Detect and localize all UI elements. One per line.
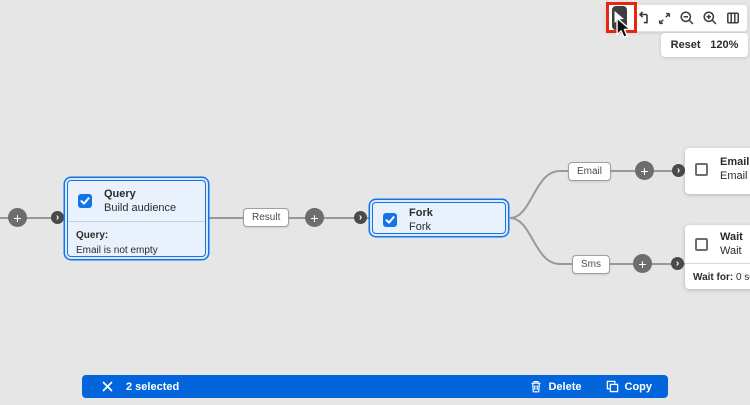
node-fork-title: Fork [409, 207, 433, 219]
zoom-in-button[interactable] [702, 9, 718, 27]
transition-label-result[interactable]: Result [243, 208, 290, 227]
node-fork[interactable]: Fork Fork [372, 202, 506, 234]
reset-zoom-button[interactable]: Reset [670, 39, 701, 51]
fit-view-button[interactable] [657, 9, 672, 27]
connector-arrow-icon [638, 11, 648, 24]
node-query-subtitle: Build audience [104, 202, 177, 214]
zoom-controls: Reset 120% [661, 33, 748, 57]
node-wait-subtitle: Wait [720, 245, 742, 257]
branch-label-sms[interactable]: Sms [572, 255, 610, 274]
node-fork-subtitle: Fork [409, 221, 431, 233]
chevron-right-icon: › [358, 211, 363, 223]
selection-action-bar: 2 selected Delete Copy [82, 375, 668, 398]
clear-selection-button[interactable] [102, 381, 113, 392]
fit-view-icon [658, 12, 671, 24]
add-activity-button[interactable]: + [633, 254, 652, 273]
copy-button-label: Copy [624, 380, 653, 393]
node-fork-checkbox[interactable] [383, 213, 397, 227]
plus-icon: + [13, 209, 22, 226]
node-wait-checkbox[interactable] [695, 237, 708, 251]
node-inlet-badge: › [671, 257, 684, 270]
copy-icon [606, 380, 618, 393]
plus-icon: + [310, 209, 319, 226]
query-detail-label: Query: [76, 230, 109, 241]
node-query-title: Query [104, 188, 136, 200]
add-activity-button[interactable]: + [635, 161, 654, 180]
branch-label-email[interactable]: Email [568, 162, 612, 181]
delete-button-label: Delete [548, 380, 582, 393]
plus-icon: + [638, 255, 647, 272]
chevron-right-icon: › [676, 164, 681, 176]
edge-fork-to-email [509, 170, 688, 219]
node-email-title: Email [720, 156, 750, 168]
node-query-details: Query: Email is not empty [68, 221, 205, 264]
cursor-icon [614, 10, 625, 25]
delete-button[interactable]: Delete [530, 380, 582, 393]
zoom-out-icon [680, 11, 694, 25]
wait-detail-value: 0 seconds [735, 272, 750, 283]
chevron-right-icon: › [675, 257, 680, 269]
edge-fork-to-sms [509, 217, 688, 265]
node-inlet-badge: › [672, 164, 685, 177]
add-activity-button[interactable]: + [305, 208, 324, 227]
node-wait-header: Wait Wait [685, 225, 750, 263]
node-wait-title: Wait [720, 231, 743, 243]
node-email-checkbox[interactable] [695, 162, 708, 176]
checkmark-icon [80, 197, 90, 205]
node-query[interactable]: Query Build audience Query: Email is not… [67, 180, 206, 257]
query-detail-value: Email is not empty [76, 245, 158, 256]
connector-tool-button[interactable] [634, 9, 650, 27]
map-view-button[interactable] [725, 9, 741, 27]
node-fork-header: Fork Fork [373, 203, 505, 237]
zoom-in-icon [703, 11, 717, 25]
node-email[interactable]: Email Email [685, 148, 750, 194]
node-query-checkbox[interactable] [78, 194, 92, 208]
selected-count-label: 2 selected [126, 380, 180, 393]
wait-detail-label: Wait for: [693, 272, 734, 283]
trash-icon [531, 381, 541, 393]
node-inlet-badge: › [354, 211, 367, 224]
node-email-subtitle: Email [720, 170, 748, 182]
map-view-icon [727, 12, 739, 24]
node-wait[interactable]: Wait Wait Wait for: 0 seconds [685, 225, 750, 289]
canvas-toolbar [605, 4, 748, 32]
select-tool-button[interactable] [612, 6, 627, 30]
node-query-header: Query Build audience [68, 181, 205, 221]
add-activity-button[interactable]: + [8, 208, 27, 227]
node-email-header: Email Email [685, 148, 750, 190]
zoom-out-button[interactable] [679, 9, 695, 27]
close-icon [102, 381, 113, 392]
chevron-right-icon: › [55, 211, 60, 223]
zoom-level-button[interactable]: 120% [710, 39, 739, 51]
copy-button[interactable]: Copy [606, 380, 653, 393]
plus-icon: + [640, 162, 649, 179]
node-wait-details: Wait for: 0 seconds [685, 263, 750, 291]
checkmark-icon [385, 216, 395, 224]
node-inlet-badge: › [51, 211, 64, 224]
